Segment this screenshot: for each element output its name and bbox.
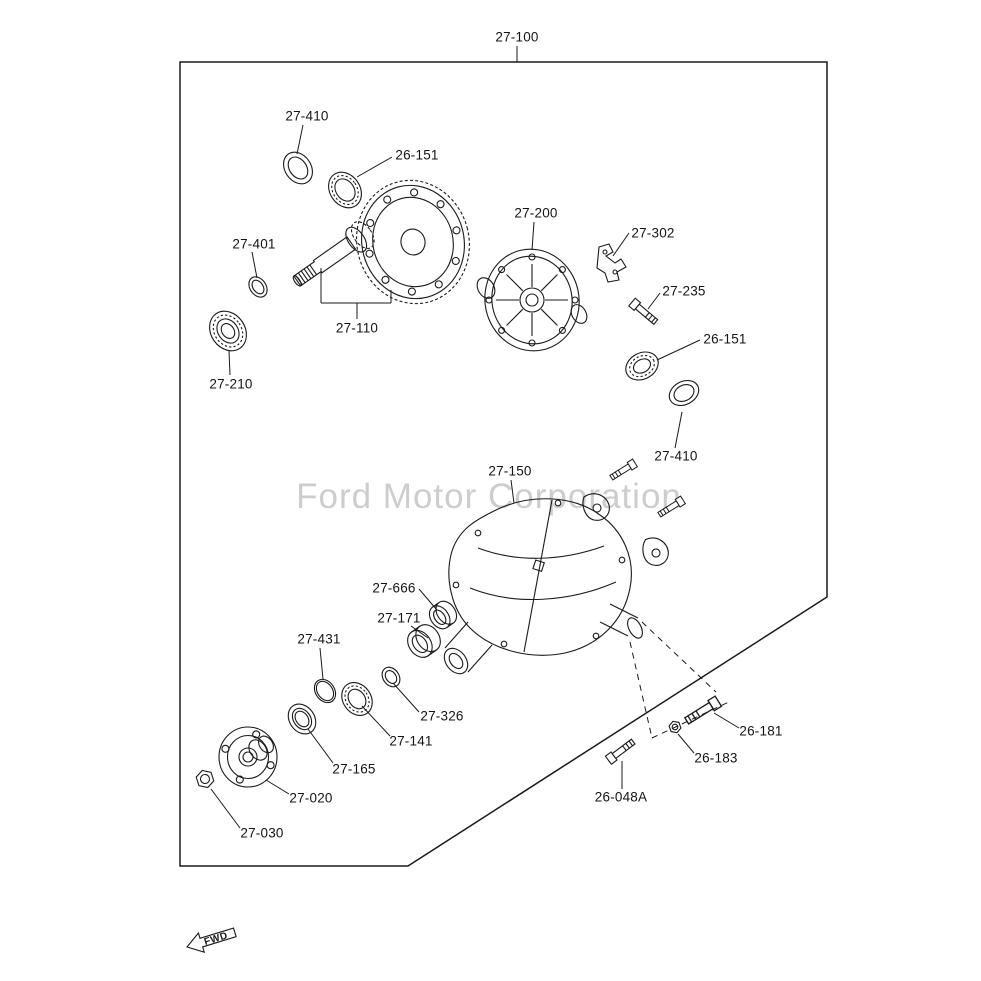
- part-label-27-235-bolt: 27-235: [662, 283, 706, 299]
- side-bearing-drawing: [625, 351, 659, 381]
- housing-bracket-b-drawing: [642, 537, 669, 566]
- bolt-26-181-drawing: [682, 695, 723, 727]
- part-label-27-030-nut: 27-030: [240, 825, 284, 841]
- housing-bracket-a-drawing: [582, 493, 610, 521]
- fwd-arrow-label: FWD: [203, 930, 229, 948]
- part-label-26-151-pinion-bearing: 26-151: [395, 147, 439, 163]
- pinion-front-bearing-drawing: [328, 171, 362, 209]
- axle-oil-seal-drawing: [668, 379, 700, 407]
- diagram-border: [179, 61, 828, 867]
- part-label-27-410-axle-seal: 27-410: [654, 448, 698, 464]
- part-label-27-150-housing: 27-150: [488, 463, 532, 479]
- nut-26-183-drawing: [668, 720, 682, 734]
- part-label-27-165-seal: 27-165: [332, 761, 376, 777]
- part-label-27-110-gear-set: 27-110: [335, 320, 379, 336]
- part-label-27-410-pinion-seal: 27-410: [285, 108, 329, 124]
- part-label-27-200-carrier: 27-200: [514, 205, 558, 221]
- part-label-27-020-flange: 27-020: [289, 790, 333, 806]
- projection-lines: [629, 621, 732, 739]
- washer-27-326-drawing: [381, 666, 401, 688]
- bracket-bolt-b-drawing: [656, 495, 686, 519]
- part-label-27-302-clip: 27-302: [631, 225, 675, 241]
- pinion-oil-seal-drawing: [283, 151, 313, 185]
- part-label-27-666-collar: 27-666: [372, 580, 416, 596]
- spacer-27-171-drawing: [407, 624, 441, 658]
- axle-housing-drawing: [443, 498, 643, 675]
- part-label-27-431-washer: 27-431: [297, 631, 341, 647]
- part-label-27-401-washer: 27-401: [232, 236, 276, 252]
- bolt-26-048a-drawing: [604, 737, 637, 765]
- part-label-26-181-bolt: 26-181: [739, 723, 783, 739]
- retainer-clip-drawing: [596, 243, 627, 283]
- pinion-nut-27-030-drawing: [195, 769, 215, 789]
- companion-flange-27-020-drawing: [218, 726, 278, 788]
- part-label-26-151-side-bearing: 26-151: [703, 331, 747, 347]
- front-bearing-27-141-drawing: [341, 682, 373, 716]
- part-label-27-171-spacer: 27-171: [377, 610, 421, 626]
- bracket-bolt-a-drawing: [608, 458, 638, 482]
- differential-carrier-drawing: [476, 248, 588, 352]
- part-label-27-100-assembly: 27-100: [495, 29, 539, 45]
- part-label-27-210-rear-bearing: 27-210: [209, 376, 253, 392]
- part-label-27-141-bearing: 27-141: [389, 733, 433, 749]
- washer-27-431-drawing: [313, 678, 337, 704]
- ring-gear-drawing: [356, 179, 470, 305]
- part-label-26-183-nut: 26-183: [694, 750, 738, 766]
- part-label-26-048a-bolt: 26-048A: [594, 789, 648, 805]
- bolt-27-235-drawing: [628, 297, 660, 327]
- pinion-washer-drawing: [248, 276, 268, 298]
- part-label-27-326-washer: 27-326: [420, 708, 464, 724]
- pinion-rear-bearing-drawing: [209, 310, 247, 352]
- fwd-arrow: FWD: [186, 927, 237, 953]
- collar-27-666-drawing: [428, 600, 458, 630]
- oil-seal-27-165-drawing: [287, 703, 317, 735]
- pinion-gear-shaft-drawing: [292, 221, 375, 287]
- leader-lines: [210, 46, 740, 829]
